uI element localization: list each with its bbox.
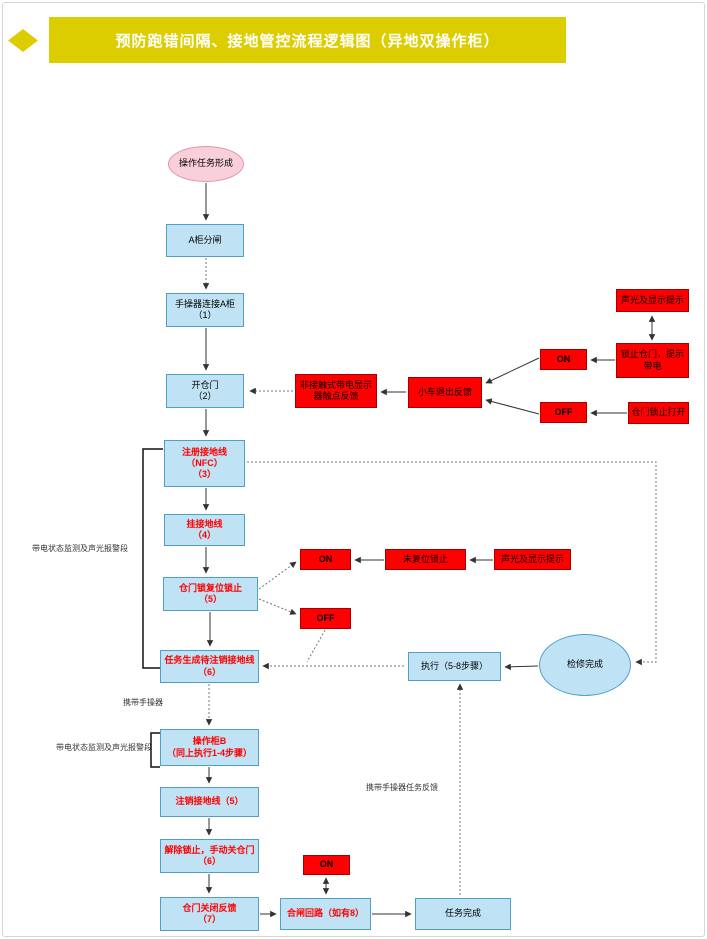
node-door-lock-open: 仓门锁止打开 [628, 402, 689, 424]
node-task-pending-cancel: 任务生成待注销接地线 （6） [160, 650, 259, 683]
node-start: 操作任务形成 [168, 146, 244, 182]
node-on-1: ON [540, 349, 587, 370]
label-carry-feedback: 携带手操器任务反馈 [366, 783, 438, 792]
node-not-reset-lock: 未复位锁止 [385, 549, 466, 570]
node-cabinet-b: 操作柜B （同上执行1-4步骤） [160, 729, 259, 766]
node-cart-exit-feedback: 小车退出反馈 [408, 377, 482, 408]
node-contactless-feedback: 非接触式带电显示器触点反馈 [295, 374, 377, 408]
node-open-door: 开仓门 （2） [166, 374, 244, 408]
diamond-icon [8, 29, 38, 52]
node-door-lock-reset: 仓门锁复位锁止 （5） [163, 577, 258, 611]
node-a-cabinet-open: A柜分闸 [166, 224, 244, 257]
node-on-2: ON [300, 549, 351, 570]
node-inspection-done: 检修完成 [539, 634, 631, 696]
node-off-1: OFF [540, 402, 587, 423]
node-task-done: 任务完成 [415, 898, 511, 930]
label-carry-controller: 携带手操器 [123, 698, 163, 707]
node-cancel-ground: 注销接地线（5） [160, 787, 259, 817]
node-closing-circuit: 合闸回路（如有8） [280, 898, 371, 930]
node-connect-a: 手操器连接A柜 （1） [166, 293, 244, 327]
node-execute-steps: 执行（5-8步骤） [408, 652, 501, 681]
node-on-3: ON [303, 855, 350, 875]
page-title: 预防跑错间隔、接地管控流程逻辑图（异地双操作柜） [49, 17, 566, 63]
node-unlock-close-door: 解除锁止，手动关仓门 （6） [160, 839, 259, 873]
node-off-2: OFF [300, 608, 351, 629]
label-live-monitor-section-b: 带电状态监测及声光报警段 [56, 743, 152, 752]
node-door-close-feedback: 仓门关闭反馈 （7） [160, 897, 259, 931]
node-lock-door-live: 锁止仓门，提示 带电 [616, 343, 689, 378]
label-live-monitor-section-main: 带电状态监测及声光报警段 [32, 544, 128, 553]
node-hang-ground: 挂接地线 （4） [164, 514, 245, 546]
node-register-ground: 注册接地线 （NFC） （3） [164, 440, 245, 487]
node-sound-display-top: 声光及显示提示 [616, 289, 689, 312]
node-sound-display-mid: 声光及显示提示 [494, 549, 571, 570]
